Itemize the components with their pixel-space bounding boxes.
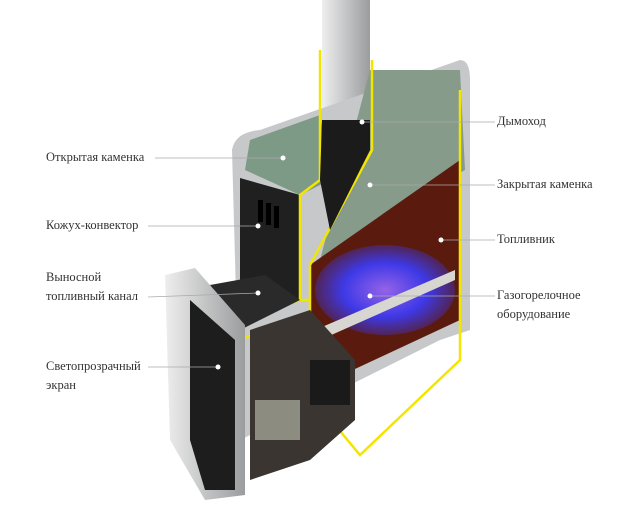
label-line: Выносной bbox=[46, 270, 102, 284]
open-heater-stones bbox=[245, 115, 330, 195]
label-line: Газогорелочное bbox=[497, 288, 581, 302]
label-line: Светопрозрачный bbox=[46, 359, 141, 373]
label-closed-heater: Закрытая каменка bbox=[497, 177, 593, 191]
label-chimney: Дымоход bbox=[497, 114, 546, 128]
closed-heater-stones bbox=[320, 70, 465, 260]
glass-screen bbox=[190, 300, 235, 490]
burner-bar bbox=[315, 270, 455, 340]
gas-flame bbox=[315, 245, 455, 335]
label-line: топливный канал bbox=[46, 289, 138, 303]
label-casing-convector: Кожух-конвектор bbox=[46, 218, 139, 232]
label-line: экран bbox=[46, 378, 76, 392]
label-gas-burner: Газогорелочное оборудование bbox=[497, 286, 581, 324]
label-glass-screen: Светопрозрачный экран bbox=[46, 357, 141, 395]
label-open-heater: Открытая каменка bbox=[46, 150, 145, 164]
chimney-inner bbox=[320, 120, 370, 230]
label-firebox: Топливник bbox=[497, 232, 555, 246]
label-remote-channel: Выносной топливный канал bbox=[46, 268, 138, 306]
label-line: оборудование bbox=[497, 307, 571, 321]
